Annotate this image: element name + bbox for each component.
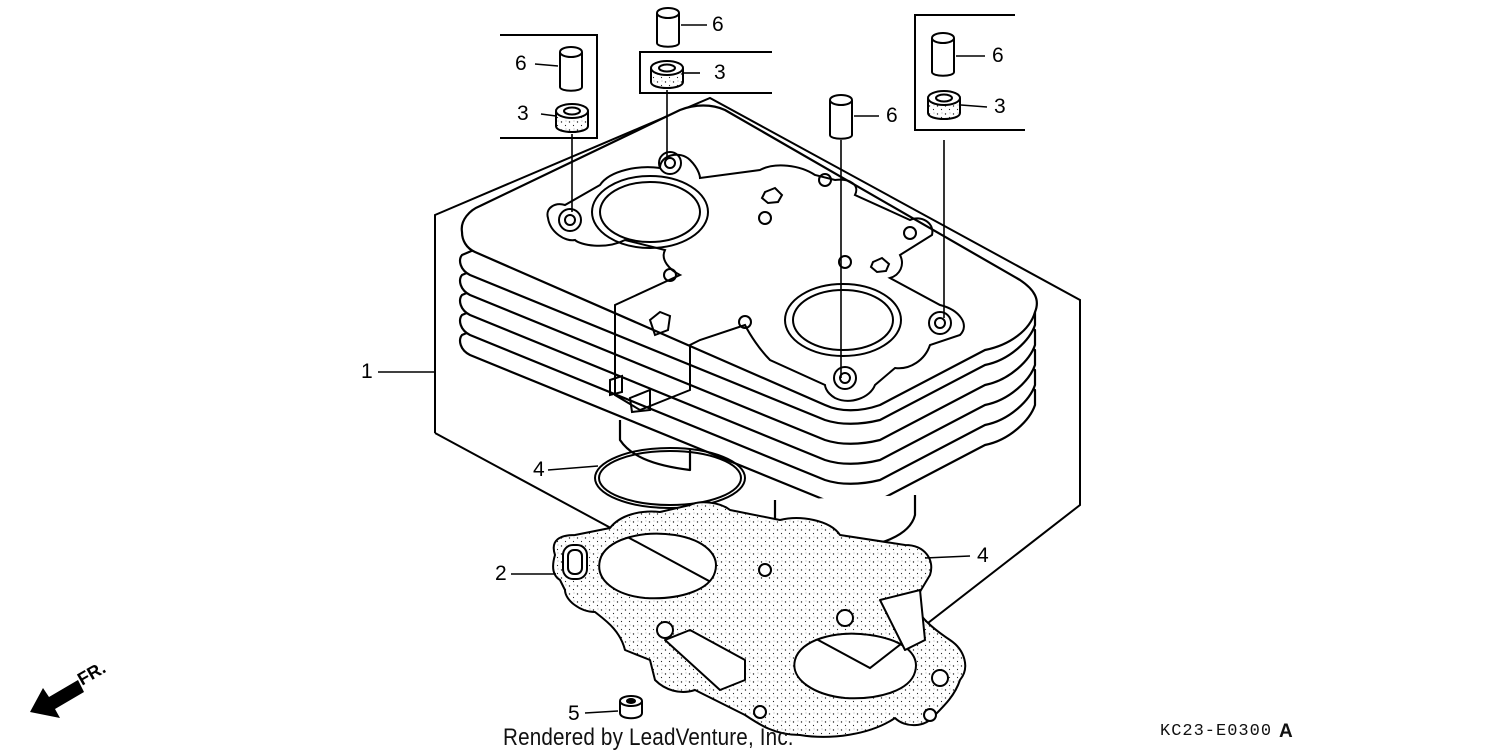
callout-6-center: 6	[886, 104, 898, 127]
render-credit: Rendered by LeadVenture, Inc.	[503, 724, 794, 751]
part-group-boxes	[500, 14, 1025, 139]
nut	[619, 695, 643, 720]
front-direction-arrow-icon	[30, 680, 84, 718]
dowel-pin-2	[656, 7, 680, 48]
callout-2: 2	[495, 562, 507, 585]
dowel-pin-3	[829, 94, 853, 140]
callout-6-left: 6	[515, 52, 527, 75]
deck-gasket-outline	[546, 151, 965, 414]
callout-4-upper: 4	[533, 458, 545, 481]
callout-4-lower: 4	[977, 544, 989, 567]
callout-3-right: 3	[994, 95, 1006, 118]
callout-3-left: 3	[517, 102, 529, 125]
diagram-code-suffix: A	[1279, 721, 1293, 742]
seal-collar-2	[650, 60, 684, 89]
callout-5: 5	[568, 702, 580, 725]
callout-1: 1	[361, 360, 373, 383]
leader-lines	[378, 24, 988, 714]
dowel-pin-4	[931, 32, 955, 77]
base-gasket	[552, 501, 967, 738]
callout-6-top: 6	[712, 13, 724, 36]
seal-collar-3	[927, 90, 961, 120]
callout-6-right: 6	[992, 44, 1004, 67]
seal-collar-1	[555, 103, 589, 133]
assembly-bracket	[434, 96, 1081, 670]
diagram-code: KC23-E0300	[1160, 722, 1273, 741]
dowel-pin-1	[559, 46, 583, 92]
callout-3-center: 3	[714, 61, 726, 84]
o-ring-upper	[594, 447, 746, 509]
